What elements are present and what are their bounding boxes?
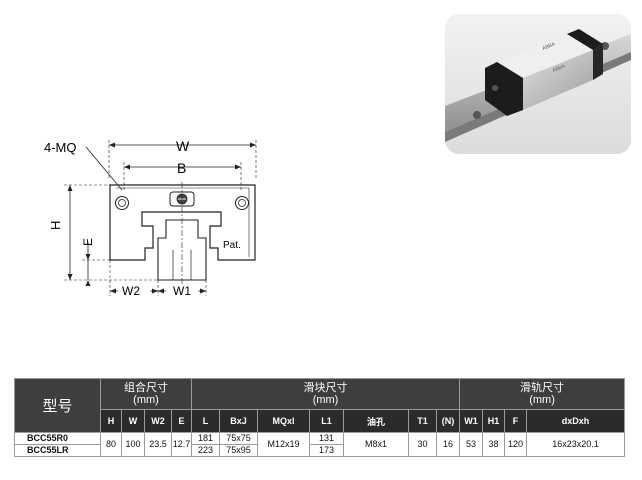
w1-value: 53: [459, 432, 484, 457]
rail-group-title: 滑轨尺寸: [520, 382, 565, 394]
w1-label: W1: [173, 284, 191, 298]
model-header: 型号: [14, 378, 101, 433]
mqxl-value: M12x19: [257, 432, 310, 457]
col-mqxl: MQxl: [257, 409, 310, 433]
block-group-title: 滑块尺寸: [303, 382, 348, 394]
col-e: E: [171, 409, 192, 433]
linear-guide-photo: ABBA ABBA: [445, 14, 631, 154]
l1-value: 131: [309, 432, 344, 445]
pat-label: Pat.: [223, 240, 241, 251]
bxj-value: 75x75: [219, 432, 258, 445]
dxdxh-value: 16x23x20.1: [526, 432, 626, 457]
l1-value: 173: [309, 444, 344, 457]
block-group-unit: (mm): [312, 394, 339, 406]
w2-label: W2: [122, 284, 140, 298]
mq-label: 4-MQ: [44, 140, 77, 155]
product-photo: ABBA ABBA: [445, 14, 631, 154]
col-l1: L1: [309, 409, 344, 433]
bxj-value: 75x95: [219, 444, 258, 457]
h-value: 80: [100, 432, 122, 457]
spec-table: 型号 组合尺寸 (mm) 滑块尺寸 (mm) 滑轨尺寸 (mm) H W W2 …: [14, 378, 626, 457]
col-h: H: [100, 409, 122, 433]
model-cell: BCC55LR: [14, 444, 101, 457]
carriage-marking-text: ABBA: [552, 63, 567, 74]
col-l: L: [191, 409, 220, 433]
model-cell: BCC55R0: [14, 432, 101, 445]
cross-section-diagram: W B 4-MQ Pat. H: [44, 138, 257, 298]
w2-value: 23.5: [144, 432, 172, 457]
col-n: (N): [435, 409, 461, 433]
col-t1: T1: [408, 409, 437, 433]
e-label: E: [81, 238, 95, 246]
l-value: 223: [191, 444, 220, 457]
technical-drawing: W B 4-MQ Pat. H: [30, 130, 290, 300]
w-label: W: [176, 138, 190, 154]
rail-group-header: 滑轨尺寸 (mm): [459, 378, 626, 410]
col-w: W: [121, 409, 145, 433]
table-row: BCC55R0 80 100 23.5 12.7 181 75x75 M12x1…: [14, 432, 626, 457]
assembly-group-unit: (mm): [133, 394, 159, 406]
rail-group-unit: (mm): [529, 394, 555, 406]
col-w1: W1: [459, 409, 484, 433]
table-row: BCC55LR 223 75x95 173: [14, 444, 625, 457]
col-oil-hole: 油孔: [343, 409, 409, 433]
col-dxdxh: dxDxh: [526, 409, 626, 433]
assembly-group-header: 组合尺寸 (mm): [100, 378, 192, 410]
assembly-group-title: 组合尺寸: [124, 382, 168, 394]
col-f: F: [504, 409, 528, 433]
block-group-header: 滑块尺寸 (mm): [190, 378, 461, 410]
col-bxj: BxJ: [219, 409, 258, 433]
block-marking-text: ABBA: [542, 41, 557, 52]
col-w2: W2: [144, 409, 172, 433]
n-value: 16: [435, 432, 461, 457]
b-label: B: [177, 160, 186, 176]
e-value: 12.7: [171, 432, 192, 457]
h1-value: 38: [482, 432, 506, 457]
h-label: H: [48, 221, 63, 230]
col-h1: H1: [482, 409, 506, 433]
t1-value: 30: [408, 432, 437, 457]
l-value: 181: [191, 432, 220, 445]
f-value: 120: [504, 432, 528, 457]
w-value: 100: [121, 432, 145, 457]
oil-hole-value: M8x1: [343, 432, 409, 457]
